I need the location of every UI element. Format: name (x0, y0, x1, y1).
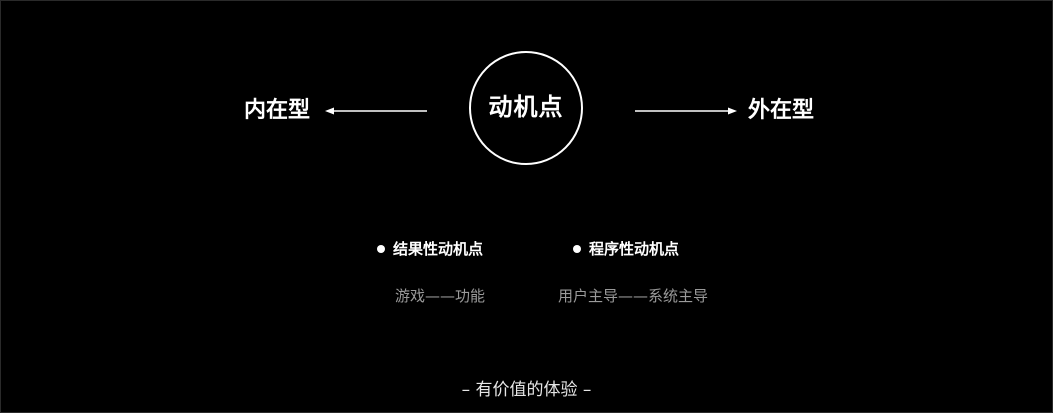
left-arrow (325, 107, 427, 115)
type-label: 程序性动机点 (589, 240, 680, 258)
bullet-dot-icon (573, 245, 581, 253)
motivation-circle: 动机点 (469, 51, 583, 165)
type-detail-process: 用户主导——系统主导 (558, 287, 709, 305)
bullet-dot-icon (377, 245, 385, 253)
intrinsic-label: 内在型 (244, 98, 311, 123)
type-item-result: 结果性动机点 (377, 238, 483, 260)
type-detail-result: 游戏——功能 (395, 287, 486, 305)
type-item-process: 程序性动机点 (573, 238, 679, 260)
right-arrow (635, 107, 737, 115)
footer-caption: – 有价值的体验 – (461, 380, 592, 400)
extrinsic-label: 外在型 (748, 98, 815, 123)
center-label: 动机点 (488, 92, 564, 121)
type-label: 结果性动机点 (393, 240, 484, 258)
